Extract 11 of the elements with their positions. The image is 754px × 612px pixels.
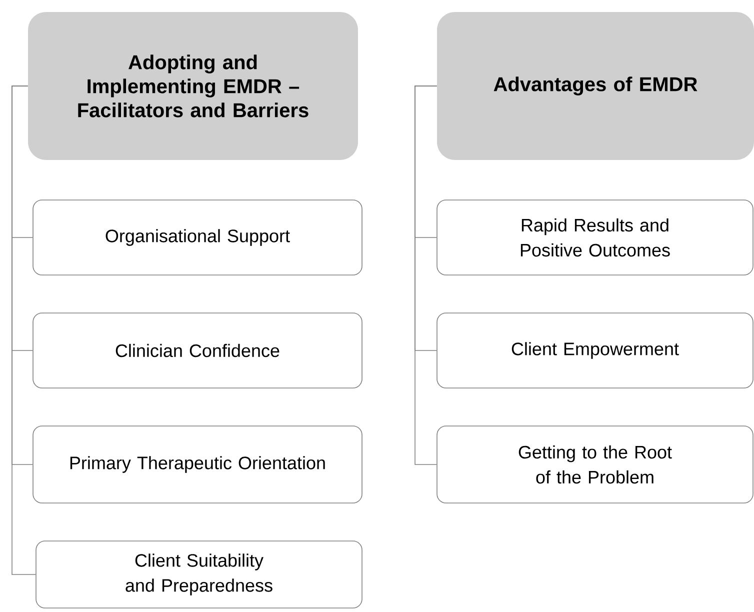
theme-box: Getting to the Root of the Problem — [436, 426, 754, 504]
theme-box: Client Empowerment — [436, 312, 754, 388]
theme-box: Primary Therapeutic Orientation — [32, 426, 362, 504]
theme-box: Clinician Confidence — [32, 312, 362, 388]
heading-box: Adopting and Implementing EMDR – Facilitators and Barriers — [28, 12, 358, 160]
heading-box: Advantages of EMDR — [437, 12, 754, 160]
connector-line — [12, 86, 36, 575]
theme-box: Rapid Results and Positive Outcomes — [436, 200, 754, 276]
theme-box: Organisational Support — [32, 200, 362, 276]
connector-line — [414, 86, 438, 465]
theme-box: Client Suitability and Preparedness — [36, 540, 362, 608]
